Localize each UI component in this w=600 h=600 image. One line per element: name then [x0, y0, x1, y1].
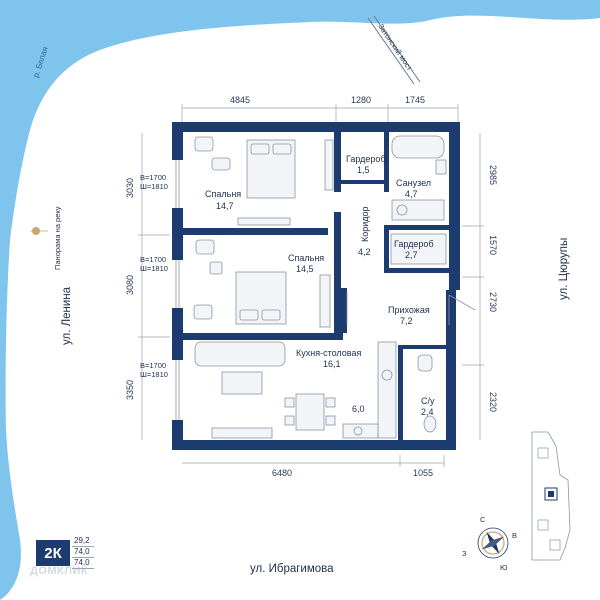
hallway-area: 7,2 — [400, 316, 413, 326]
wc-name: С/у — [421, 396, 435, 406]
watermark-logo: ДОМКЛИК — [30, 565, 89, 577]
dim-top-1: 4845 — [230, 95, 250, 105]
window-1-height: В=1700 — [140, 173, 166, 182]
dim-top-3: 1745 — [405, 95, 425, 105]
corridor-name: Коридор — [360, 206, 370, 242]
dim-right-4: 2320 — [488, 392, 498, 412]
kitchen-name: Кухня-столовая — [296, 348, 361, 358]
panorama-label: Панорама на реку — [53, 206, 62, 270]
dim-right-1: 2985 — [488, 165, 498, 185]
corridor-area: 4,2 — [358, 247, 371, 257]
wardrobe-1-name: Гардероб — [346, 154, 386, 164]
wardrobe-2-area: 2,7 — [405, 250, 418, 260]
window-1-width: Ш=1810 — [140, 182, 168, 191]
panorama-marker — [30, 227, 48, 235]
compass-west: З — [462, 549, 467, 558]
dim-bottom-1: 6480 — [272, 468, 292, 478]
bridge-label: Затонский мост — [376, 22, 414, 72]
street-left: ул. Ленина — [61, 286, 73, 345]
walls — [172, 122, 460, 450]
dim-top-2: 1280 — [351, 95, 371, 105]
bathroom-furniture — [390, 135, 447, 433]
room-count-badge: 2К — [36, 540, 70, 566]
site-plan-minimap — [531, 431, 571, 561]
area-total-with-balcony: 74,0 — [72, 558, 94, 569]
area-living: 29,2 — [72, 536, 94, 547]
area-table: 29,2 74,0 74,0 — [72, 536, 94, 569]
bedroom-2-area: 14,5 — [296, 264, 314, 274]
bathroom-name: Санузел — [396, 178, 431, 188]
window-2-width: Ш=1810 — [140, 264, 168, 273]
dim-right-3: 2730 — [488, 292, 498, 312]
hallway-name: Прихожая — [388, 305, 430, 315]
window-3-width: Ш=1810 — [140, 370, 168, 379]
bedroom-1-name: Спальня — [205, 189, 241, 199]
area-total: 74,0 — [72, 547, 94, 558]
windows — [172, 160, 183, 420]
wc-area: 2,4 — [421, 407, 434, 417]
bedroom-1-area: 14,7 — [216, 201, 234, 211]
dim-left-2: 3080 — [125, 275, 135, 295]
dim-right-2: 1570 — [488, 235, 498, 255]
dim-bottom-2: 1055 — [413, 468, 433, 478]
bridge — [367, 15, 421, 85]
kitchen-zone-area: 6,0 — [352, 404, 365, 414]
bathroom-area: 4,7 — [405, 189, 418, 199]
compass — [477, 527, 509, 559]
kitchen-furniture — [194, 341, 397, 439]
street-right: ул. Цюрупы — [558, 238, 570, 300]
street-bottom: ул. Ибрагимова — [250, 563, 334, 575]
dim-left-3: 3350 — [125, 380, 135, 400]
kitchen-area: 16,1 — [323, 359, 341, 369]
entrance-door — [346, 292, 476, 325]
wardrobe-1-area: 1,5 — [357, 165, 370, 175]
dim-left-1: 3030 — [125, 178, 135, 198]
window-2-height: В=1700 — [140, 255, 166, 264]
compass-east: В — [512, 531, 517, 540]
bedroom-1-furniture — [194, 136, 334, 226]
window-3-height: В=1700 — [140, 361, 166, 370]
bedroom-2-furniture — [193, 239, 331, 328]
wardrobe-2-name: Гардероб — [394, 239, 434, 249]
compass-north: С — [480, 515, 486, 524]
dimension-lines — [138, 104, 484, 467]
compass-south: Ю — [500, 563, 508, 572]
bedroom-2-name: Спальня — [288, 253, 324, 263]
